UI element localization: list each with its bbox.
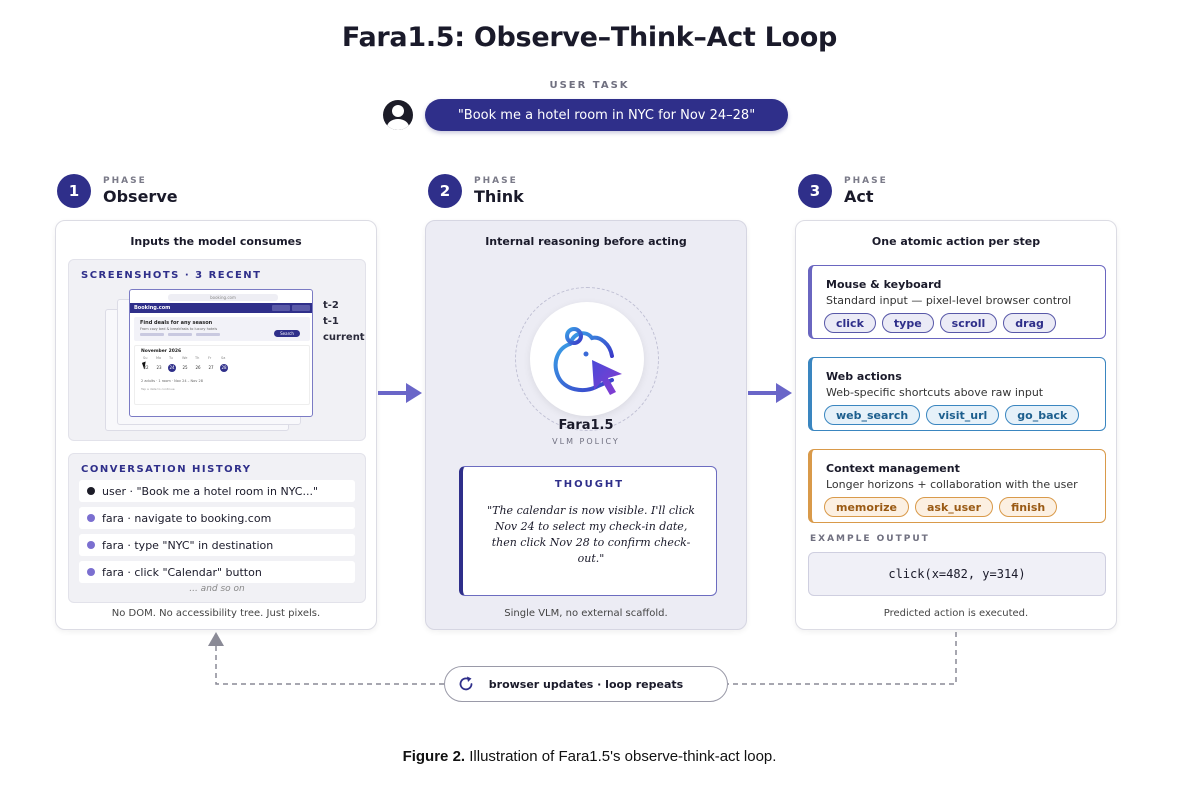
- action-group-context-management: Context management Longer horizons + col…: [808, 449, 1106, 523]
- diagram-title: Fara1.5: Observe–Think–Act Loop: [341, 22, 838, 53]
- thought-box: THOUGHT "The calendar is now visible. I'…: [459, 466, 717, 596]
- logo-ring: [515, 287, 659, 431]
- screenshot-search-button: Search: [274, 330, 300, 337]
- action-chip-finish: finish: [999, 497, 1058, 517]
- phase-name: Think: [474, 187, 524, 206]
- observe-footer: No DOM. No accessibility tree. Just pixe…: [111, 608, 321, 619]
- loop-pill: browser updates · loop repeats: [444, 666, 728, 702]
- thought-label: THOUGHT: [554, 479, 625, 490]
- thought-text: "The calendar is now visible. I'll click…: [487, 504, 695, 565]
- conversation-history-box: CONVERSATION HISTORY user · "Book me a h…: [68, 453, 366, 603]
- action-chip-memorize: memorize: [824, 497, 909, 517]
- screenshot-brand: Booking.com: [134, 305, 171, 311]
- action-group-web-actions: Web actions Web-specific shortcuts above…: [808, 357, 1106, 431]
- act-panel: One atomic action per step Mouse & keybo…: [795, 220, 1117, 630]
- screenshot-month: November 2026: [141, 349, 182, 354]
- action-group-mouse-keyboard: Mouse & keyboard Standard input — pixel-…: [808, 265, 1106, 339]
- act-panel-title: One atomic action per step: [871, 235, 1041, 248]
- observe-panel: Inputs the model consumes SCREENSHOTS · …: [55, 220, 377, 630]
- history-item: fara · navigate to booking.com: [79, 507, 355, 529]
- caption-text: Illustration of Fara1.5's observe-think-…: [465, 748, 777, 765]
- model-name: Fara1.5: [558, 418, 614, 433]
- model-sub: VLM POLICY: [552, 437, 620, 446]
- action-group-desc: Longer horizons + collaboration with the…: [826, 478, 1078, 491]
- user-task-pill: "Book me a hotel room in NYC for Nov 24–…: [425, 99, 788, 131]
- history-dot: [87, 568, 95, 576]
- refresh-icon: [459, 676, 473, 691]
- figure-caption: Figure 2. Illustration of Fara1.5's obse…: [0, 748, 1179, 765]
- action-chip-visit-url: visit_url: [926, 405, 1000, 425]
- screenshot-note-2: Tap a date to continue: [141, 387, 175, 391]
- action-chip-web-search: web_search: [824, 405, 921, 425]
- arrow-right-icon: [748, 383, 792, 403]
- action-chip-drag: drag: [1003, 313, 1056, 333]
- action-group-title: Web actions: [826, 370, 902, 383]
- action-group-desc: Web-specific shortcuts above raw input: [826, 386, 1044, 399]
- screenshot-hero: Find deals for any season From cozy bed …: [134, 317, 310, 341]
- action-chip-type: type: [881, 313, 934, 333]
- arrow-right-icon: [378, 383, 422, 403]
- mouse-cursor-logo-icon: [553, 327, 622, 395]
- loop-text: browser updates · loop repeats: [488, 677, 684, 691]
- history-item: fara · click "Calendar" button: [79, 561, 355, 583]
- phase-2-header: 2 PHASE Think: [428, 174, 524, 208]
- history-item: user · "Book me a hotel room in NYC...": [79, 480, 355, 502]
- history-more: ... and so on: [189, 584, 245, 594]
- think-footer: Single VLM, no external scaffold.: [504, 608, 668, 619]
- user-task-label: USER TASK: [549, 80, 630, 91]
- example-output: click(x=482, y=314): [808, 552, 1106, 596]
- model-logo: [530, 302, 644, 416]
- conversation-history-label: CONVERSATION HISTORY: [81, 464, 252, 475]
- action-chip-scroll: scroll: [939, 313, 998, 333]
- screenshot-url: booking.com: [168, 294, 278, 301]
- phase-number: 3: [798, 174, 832, 208]
- screenshot-subhead: From cozy bed & breakfasts to luxury hot…: [140, 327, 218, 331]
- action-chip-click: click: [824, 313, 876, 333]
- think-panel: Internal reasoning before acting Fara1.5…: [425, 220, 747, 630]
- screenshot-headline: Find deals for any season: [140, 320, 213, 326]
- action-group-title: Context management: [826, 462, 960, 475]
- phase-number: 1: [57, 174, 91, 208]
- screenshots-box: SCREENSHOTS · 3 RECENT booking.com Booki…: [68, 259, 366, 441]
- screenshot-navbar: Booking.com: [130, 303, 312, 313]
- phase-3-header: 3 PHASE Act: [798, 174, 888, 208]
- screenshots-label: SCREENSHOTS · 3 RECENT: [81, 270, 262, 281]
- history-dot: [87, 541, 95, 549]
- caption-bold: Figure 2.: [402, 748, 466, 765]
- observe-panel-title: Inputs the model consumes: [130, 235, 302, 248]
- action-chip-go-back: go_back: [1005, 405, 1080, 425]
- time-label-t2: t-2: [323, 300, 339, 311]
- phase-name: Observe: [103, 187, 178, 206]
- action-group-title: Mouse & keyboard: [826, 278, 942, 291]
- phase-name: Act: [844, 187, 874, 206]
- history-dot: [87, 487, 95, 495]
- time-label-t1: t-1: [323, 316, 339, 327]
- screenshot-current: booking.com Booking.com Find deals for a…: [129, 289, 313, 417]
- act-footer: Predicted action is executed.: [883, 608, 1029, 619]
- user-icon: [383, 100, 413, 130]
- phase-1-header: 1 PHASE Observe: [57, 174, 178, 208]
- action-chip-ask-user: ask_user: [915, 497, 994, 517]
- screenshot-calendar: November 2026 Su Mo Tu We Th Fr Sa 22 23…: [134, 345, 310, 405]
- example-output-label: EXAMPLE OUTPUT: [810, 534, 930, 544]
- history-dot: [87, 514, 95, 522]
- action-group-desc: Standard input — pixel-level browser con…: [826, 294, 1072, 307]
- phase-small-label: PHASE: [474, 176, 518, 186]
- think-panel-title: Internal reasoning before acting: [485, 235, 687, 248]
- screenshot-note: 2 adults · 1 room · Nov 24 – Nov 28: [141, 379, 203, 383]
- time-label-current: current: [323, 332, 365, 343]
- history-item: fara · type "NYC" in destination: [79, 534, 355, 556]
- phase-small-label: PHASE: [844, 176, 888, 186]
- phase-small-label: PHASE: [103, 176, 147, 186]
- phase-number: 2: [428, 174, 462, 208]
